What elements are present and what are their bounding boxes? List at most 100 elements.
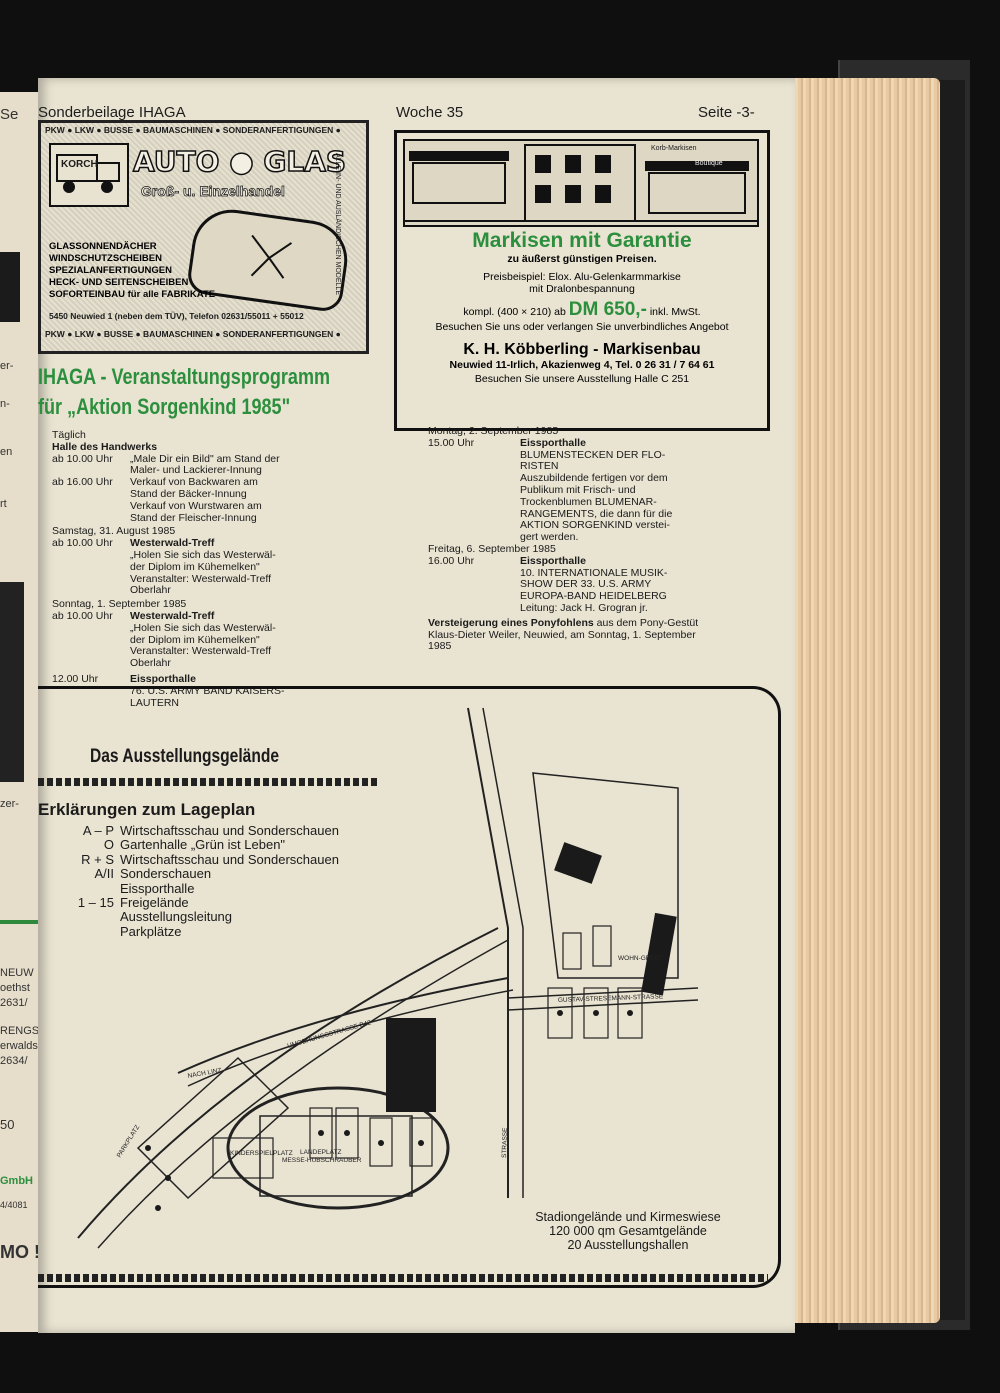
program-line: Stand der Fleischer-Innung bbox=[130, 511, 257, 524]
ad-markisen-company: K. H. Köbberling - Markisenbau bbox=[463, 341, 701, 358]
legend-text: Gartenhalle „Grün ist Leben" bbox=[120, 837, 286, 853]
program-line: „Male Dir ein Bild" am Stand der bbox=[130, 452, 280, 465]
ad-markisen-hall: Besuchen Sie unsere Ausstellung Halle C … bbox=[474, 373, 690, 385]
program-time: ab 16.00 Uhr bbox=[52, 476, 113, 489]
ad-markisen-subline: zu äußerst günstigen Preisen. bbox=[507, 253, 657, 265]
left-fragment: en bbox=[0, 446, 13, 458]
left-fragment: RENGS bbox=[0, 1025, 40, 1037]
truck-icon: KORCH bbox=[49, 143, 129, 207]
storefront-illustration: Korb-Markisen Boutique bbox=[403, 139, 759, 227]
map-label-landing-2: MESSE-HUBSCHRAUBER bbox=[282, 1157, 362, 1164]
left-fragment: erwalds bbox=[0, 1040, 38, 1052]
list-item: HECK- UND SEITENSCHEIBEN bbox=[49, 277, 189, 288]
program-time: ab 10.00 Uhr bbox=[52, 609, 113, 622]
program-line: AKTION SORGENKIND verstei- bbox=[520, 519, 670, 532]
grounds-title: Das Ausstellungsgelände bbox=[90, 746, 280, 767]
program-line: 76. U.S. ARMY BAND KAISERS- bbox=[130, 684, 285, 697]
left-fragment: NEUW bbox=[0, 967, 34, 979]
shop-sign-2: Boutique bbox=[695, 160, 723, 167]
legend-key: A – P bbox=[82, 823, 114, 838]
program-time: 16.00 Uhr bbox=[428, 554, 475, 567]
legend-key: 1 – 15 bbox=[77, 895, 114, 911]
program-row: ab 16.00 Uhr Verkauf von Backwaren am St… bbox=[52, 476, 322, 524]
list-item: SOFORTEINBAU für alle FABRIKATE bbox=[49, 289, 216, 300]
program-row: 12.00 Uhr Eissporthalle 76. U.S. ARMY BA… bbox=[52, 672, 322, 709]
program-date: Freitag, 6. September 1985 bbox=[428, 542, 556, 555]
left-fragment: 50 bbox=[0, 1117, 15, 1132]
map-caption-line: 20 Ausstellungshallen bbox=[567, 1238, 689, 1252]
left-fragment: zer- bbox=[0, 798, 19, 810]
program-daily-place: Halle des Handwerks bbox=[52, 440, 158, 453]
list-item: WINDSCHUTZSCHEIBEN bbox=[49, 253, 162, 264]
shop-sign-1: Korb-Markisen bbox=[651, 145, 697, 152]
program-line: Oberlahr bbox=[130, 584, 171, 597]
program-place: Westerwald-Treff bbox=[130, 609, 215, 622]
program-line: Verkauf von Wurstwaren am bbox=[130, 499, 262, 512]
ad-autoglas-subtitle: Groß- u. Einzelhandel bbox=[141, 183, 286, 200]
map-label-parking: PARKPLATZ bbox=[116, 1124, 142, 1159]
ad-markisen: Korb-Markisen Boutique Markisen mit Gara… bbox=[394, 130, 770, 431]
ad-autoglas-side-text: ALLE IN- UND AUSLÄNDISCHEN MODELLE bbox=[334, 153, 341, 295]
left-fragment: GmbH bbox=[0, 1175, 33, 1187]
program-title-1: IHAGA - Veranstaltungsprogramm bbox=[38, 364, 331, 389]
truck-label: KORCH bbox=[61, 159, 98, 170]
header-page-number: Seite -3- bbox=[698, 104, 755, 121]
legend-row: O Gartenhalle „Grün ist Leben" bbox=[38, 837, 339, 853]
program-row: ab 10.00 Uhr Westerwald-Treff „Holen Sie… bbox=[52, 609, 322, 670]
left-fragment: n- bbox=[0, 398, 10, 410]
program-line: 10. INTERNATIONALE MUSIK- bbox=[520, 566, 668, 579]
header-week: Woche 35 bbox=[396, 104, 464, 121]
legend-row: Ausstellungsleitung bbox=[38, 909, 339, 925]
map-label-playground: KINDERSPIELPLATZ bbox=[230, 1150, 293, 1157]
dashed-rule bbox=[38, 778, 378, 786]
legend-text: Parkplätze bbox=[120, 923, 182, 939]
ad-markisen-price-prefix: kompl. (400 × 210) ab bbox=[463, 306, 566, 318]
ad-strip-top: PKW ● LKW ● BUSSE ● BAUMASCHINEN ● SONDE… bbox=[45, 125, 341, 135]
legend-text: Wirtschaftsschau und Sonderschauen bbox=[120, 823, 339, 838]
map-label-stresemann: GUSTAV-STRESEMANN-STRASSE bbox=[558, 993, 664, 1004]
ad-markisen-text: Markisen mit Garantie zu äußerst günstig… bbox=[397, 229, 767, 385]
program-title-2: für „Aktion Sorgenkind 1985" bbox=[38, 394, 291, 419]
ad-markisen-visit: Besuchen Sie uns oder verlangen Sie unve… bbox=[435, 321, 729, 333]
ad-autoglas-items: GLASSONNENDÄCHER WINDSCHUTZSCHEIBEN SPEZ… bbox=[49, 241, 215, 301]
program-line: EUROPA-BAND HEIDELBERG bbox=[520, 590, 667, 603]
program-line: SHOW DER 33. U.S. ARMY bbox=[520, 578, 652, 591]
legend-text: Ausstellungsleitung bbox=[120, 909, 233, 925]
program-place: Westerwald-Treff bbox=[130, 537, 215, 550]
map-caption-line: Stadiongelände und Kirmeswiese bbox=[535, 1210, 721, 1224]
program-row: ab 10.00 Uhr Westerwald-Treff „Holen Sie… bbox=[52, 537, 322, 597]
left-fragment: oethst bbox=[0, 982, 30, 994]
program-time: 12.00 Uhr bbox=[52, 672, 99, 685]
program-row: 16.00 Uhr Eissporthalle 10. INTERNATIONA… bbox=[428, 554, 748, 615]
program-line: der Diplom im Kühemelken" bbox=[130, 633, 260, 646]
legend-row: Eissporthalle bbox=[38, 881, 339, 896]
ad-markisen-price-suffix: inkl. MwSt. bbox=[649, 306, 701, 318]
program-line: BLUMENSTECKEN DER FLO- bbox=[520, 448, 666, 461]
program-daily: Täglich bbox=[52, 429, 86, 441]
legend-key: R + S bbox=[81, 851, 114, 867]
program-line: RISTEN bbox=[520, 460, 559, 473]
program-line: LAUTERN bbox=[130, 696, 180, 709]
ad-strip-bottom: PKW ● LKW ● BUSSE ● BAUMASCHINEN ● SONDE… bbox=[45, 329, 341, 339]
program-place: Eissporthalle bbox=[520, 436, 586, 449]
site-plan: UMGEHUNGSSTRASSE B42 NACH LINZ GUSTAV-ST… bbox=[77, 707, 699, 1249]
program-line: Verkauf von Backwaren am bbox=[130, 476, 258, 489]
program-place: Eissporthalle bbox=[130, 672, 196, 685]
map-caption-line: 120 000 qm Gesamtgelände bbox=[549, 1224, 707, 1238]
map-label-residential: WOHN-GEBIET bbox=[618, 955, 665, 962]
ad-autoglas-address: 5450 Neuwied 1 (neben dem TÜV), Telefon … bbox=[49, 311, 304, 321]
ad-markisen-headline: Markisen mit Garantie bbox=[472, 229, 692, 252]
left-photo bbox=[0, 252, 20, 322]
program-pony-rest: aus dem Pony-Gestüt bbox=[593, 616, 699, 629]
program-line: Klaus-Dieter Weiler, Neuwied, am Sonntag… bbox=[428, 628, 696, 641]
left-photo bbox=[0, 582, 24, 782]
program-line: Maler- und Lackierer-Innung bbox=[130, 464, 262, 477]
header-supplement: Sonderbeilage IHAGA bbox=[38, 104, 186, 121]
program-line: Veranstalter: Westerwald-Treff bbox=[130, 645, 272, 658]
legend-key: O bbox=[103, 837, 114, 853]
left-fragment: er- bbox=[0, 360, 14, 372]
left-fragment: Se bbox=[0, 106, 19, 123]
left-fragment: MO ! bbox=[0, 1242, 40, 1262]
